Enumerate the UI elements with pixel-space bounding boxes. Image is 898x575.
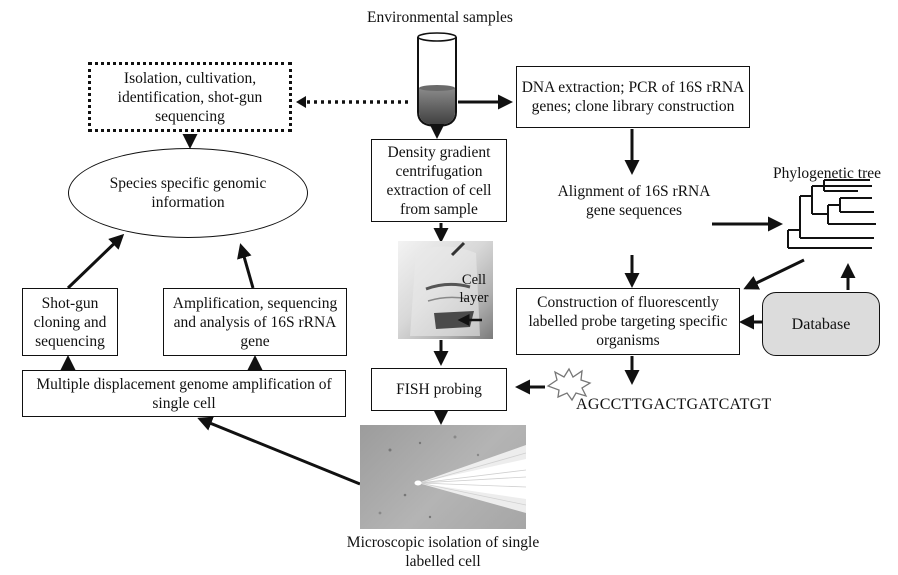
database-text: Database [791, 315, 851, 333]
mda-box: Multiple displacement genome amplificati… [22, 370, 346, 417]
database-box: Database [762, 292, 880, 356]
centrifuge-photo: Cell layer [398, 241, 493, 339]
microscopic-isolation-label: Microscopic isolation of single labelled… [346, 534, 540, 570]
shotgun-text: Shot-gun cloning and sequencing [33, 294, 107, 350]
phylogenetic-tree-label: Phylogenetic tree [772, 165, 882, 182]
probe-construction-text: Construction of fluorescently labelled p… [528, 294, 728, 349]
species-specific-text: Species specific genomic information [109, 175, 267, 211]
species-specific-oval: Species specific genomic information [68, 148, 308, 238]
environmental-samples-label: Environmental samples [367, 9, 513, 26]
alignment-label: Alignment of 16S rRNA gene sequences [557, 183, 711, 219]
mda-text: Multiple displacement genome amplificati… [36, 375, 332, 412]
isolation-box: Isolation, cultivation, identification, … [88, 62, 292, 132]
phylogenetic-tree-icon [787, 179, 876, 249]
probe-sequence-text: AGCCTTGACTGATCATGT [576, 396, 772, 413]
probe-construction-box: Construction of fluorescently labelled p… [516, 288, 740, 355]
amplification-text: Amplification, sequencing and analysis o… [172, 294, 338, 350]
density-gradient-text: Density gradient centrifugation extracti… [386, 143, 492, 218]
shotgun-box: Shot-gun cloning and sequencing [22, 288, 118, 356]
density-gradient-box: Density gradient centrifugation extracti… [371, 139, 507, 222]
cell-layer-label: Cell layer [459, 272, 489, 306]
dna-extraction-text: DNA extraction; PCR of 16S rRNA genes; c… [521, 79, 745, 115]
fish-probing-text: FISH probing [396, 381, 482, 398]
test-tube-icon [417, 32, 457, 128]
dna-extraction-box: DNA extraction; PCR of 16S rRNA genes; c… [516, 66, 750, 128]
fish-probing-box: FISH probing [371, 368, 507, 411]
isolation-text: Isolation, cultivation, identification, … [117, 69, 263, 125]
fluorescent-burst-icon [546, 367, 592, 402]
microscope-photo [360, 425, 526, 529]
amplification-box: Amplification, sequencing and analysis o… [163, 288, 347, 356]
